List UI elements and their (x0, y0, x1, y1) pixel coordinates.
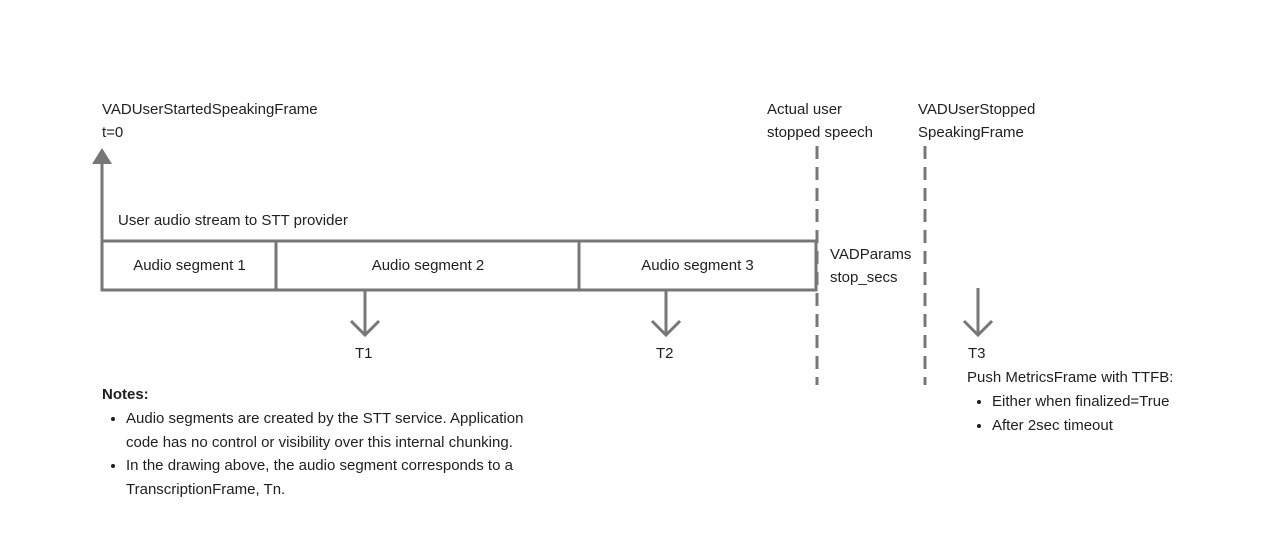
note-item: In the drawing above, the audio segment … (126, 454, 523, 501)
marker-t3: T3 (968, 345, 986, 362)
t3-arrow-head (962, 319, 994, 338)
notes-title: Notes: (102, 386, 149, 403)
audio-segment-1: Audio segment 1 (133, 257, 246, 274)
t3-info-item: After 2sec timeout (992, 414, 1169, 438)
t2-arrow-head (650, 319, 682, 338)
stopped-frame-label: VADUserStopped SpeakingFrame (918, 101, 1036, 141)
t3-info-heading: Push MetricsFrame with TTFB: (967, 369, 1174, 386)
marker-t2: T2 (656, 345, 674, 362)
vad-params-label: VADParams stop_secs (830, 246, 912, 286)
actual-stop-label: Actual user stopped speech (767, 101, 873, 141)
t0-label: t=0 (102, 124, 124, 141)
audio-segment-2: Audio segment 2 (371, 257, 485, 274)
note-item: Audio segments are created by the STT se… (126, 407, 523, 454)
stream-label: User audio stream to STT provider (118, 212, 348, 229)
audio-segment-3: Audio segment 3 (641, 257, 754, 274)
start-arrow-head (92, 148, 112, 164)
notes-list: Audio segments are created by the STT se… (102, 407, 523, 501)
audio-stream-box (100, 239, 818, 292)
t3-info-list: Either when finalized=True After 2sec ti… (968, 390, 1169, 437)
t3-info-item: Either when finalized=True (992, 390, 1169, 414)
marker-t1: T1 (355, 345, 373, 362)
t1-arrow-head (349, 319, 381, 338)
start-frame-label: VADUserStartedSpeakingFrame t=0 (102, 98, 318, 144)
